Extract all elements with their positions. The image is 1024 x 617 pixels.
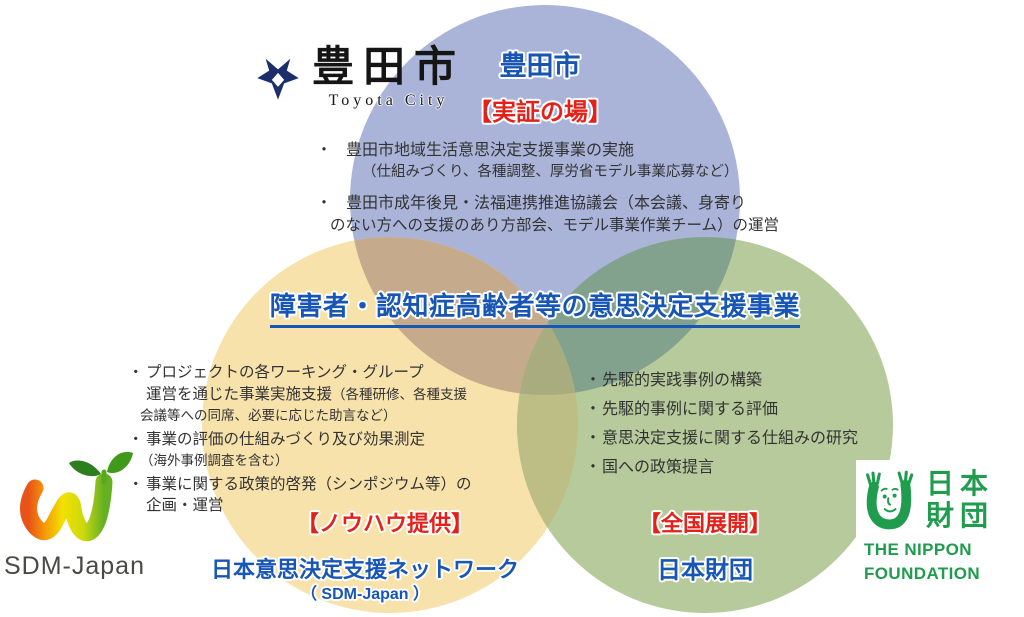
bullet-subtext: （仕組みづくり、各種調整、厚労省モデル事業応募など） bbox=[362, 164, 739, 180]
list-item: ・ 事業の評価の仕組みづくり及び効果測定 bbox=[128, 429, 528, 451]
bullet-text: 先駆的実践事例の構築 bbox=[602, 372, 763, 389]
center-project-title-text: 障害者・認知症高齢者等の意思決定支援事業 bbox=[269, 286, 800, 328]
list-item: ・ 意思決定支援に関する仕組みの研究 bbox=[585, 424, 915, 453]
bullet-marker: ・ bbox=[316, 195, 333, 212]
sdm-bullet-list: ・ プロジェクトの各ワーキング・グループ 運営を通じた事業実施支援（各種研修、各… bbox=[128, 362, 528, 517]
bullet-subtext: 会議等への同席、必要に応じた助言など） bbox=[140, 408, 397, 423]
green-circle-role-label: 【全国展開】 bbox=[638, 511, 771, 536]
bullet-marker: ・ bbox=[585, 459, 602, 476]
bullet-text: 事業に関する政策的啓発（シンポジウム等）の bbox=[146, 475, 472, 493]
bullet-marker: ・ bbox=[585, 430, 602, 447]
yellow-circle-org-sub: （ SDM-Japan ） bbox=[300, 586, 430, 603]
bullet-text: 豊田市地域生活意思決定支援事業の実施 bbox=[346, 142, 635, 159]
list-item: ・ 豊田市成年後見・法福連携推進協議会（本会議、身寄り bbox=[316, 193, 786, 215]
bullet-text: 運営を通じた事業実施支援（各種研修、各種支援 bbox=[146, 384, 528, 406]
sdm-japan-logo-text: SDM-Japan bbox=[4, 552, 145, 580]
list-item: ・ 事業に関する政策的啓発（シンポジウム等）の bbox=[128, 474, 528, 496]
bullet-marker: ・ bbox=[585, 401, 602, 418]
overlap-blue-green bbox=[517, 237, 740, 395]
nippon-logo-jp-line1: 日本 bbox=[926, 468, 995, 499]
sdm-japan-logo-icon bbox=[20, 451, 133, 542]
list-item: ・ 先駆的実践事例の構築 bbox=[585, 366, 915, 395]
green-circle-org-name: 日本財団 bbox=[657, 557, 753, 584]
list-item: ・ 国への政策提言 bbox=[585, 453, 915, 482]
blue-circle-label: 豊田市 bbox=[499, 51, 581, 81]
overlap-blue-yellow bbox=[350, 237, 578, 395]
bullet-subtext: のない方への支援のあり方部会、モデル事業作業チーム）の運営 bbox=[330, 217, 780, 234]
bullet-marker: ・ bbox=[128, 364, 144, 381]
toyota-bullet-list: ・ 豊田市地域生活意思決定支援事業の実施 （仕組みづくり、各種調整、厚労省モデル… bbox=[316, 140, 786, 237]
nippon-logo-en-line1: THE NIPPON bbox=[864, 540, 972, 559]
bullet-text-main: 運営を通じた事業実施支援 bbox=[146, 385, 333, 403]
toyota-city-emblem-icon bbox=[257, 58, 299, 100]
bullet-subtext: （海外事例調査を含む） bbox=[140, 453, 289, 468]
center-project-title: 障害者・認知症高齢者等の意思決定支援事業 bbox=[235, 286, 835, 328]
bullet-text-small: （各種研修、各種支援 bbox=[332, 386, 468, 402]
bullet-marker: ・ bbox=[128, 475, 144, 493]
nippon-foundation-face-icon bbox=[866, 470, 914, 530]
bullet-text: 国への政策提言 bbox=[602, 459, 715, 476]
nippon-foundation-logo: 日本 財団 THE NIPPON FOUNDATION bbox=[856, 460, 1024, 592]
toyota-city-logo: 豊田市 Toyota City bbox=[256, 46, 465, 110]
bullet-text: 豊田市成年後見・法福連携推進協議会（本会議、身寄り bbox=[346, 195, 747, 212]
list-item: ・ プロジェクトの各ワーキング・グループ bbox=[128, 362, 528, 384]
toyota-logo-name: 豊田市 bbox=[312, 45, 466, 91]
list-item: ・ 豊田市地域生活意思決定支援事業の実施 bbox=[316, 140, 786, 162]
yellow-circle-role-label: 【ノウハウ提供】 bbox=[296, 511, 473, 536]
nippon-logo-jp-line2: 財団 bbox=[926, 500, 995, 531]
yellow-circle-org-name: 日本意思決定支援ネットワーク bbox=[210, 557, 519, 582]
nippon-bullet-list: ・ 先駆的実践事例の構築 ・ 先駆的事例に関する評価 ・ 意思決定支援に関する仕… bbox=[585, 366, 915, 482]
bullet-text: プロジェクトの各ワーキング・グループ bbox=[146, 364, 424, 381]
bullet-subtext: 企画・運営 bbox=[146, 497, 224, 514]
bullet-text: 事業の評価の仕組みづくり及び効果測定 bbox=[146, 430, 426, 448]
bullet-text: 先駆的事例に関する評価 bbox=[602, 401, 779, 418]
blue-circle-role-label: 【実証の場】 bbox=[468, 99, 612, 126]
bullet-marker: ・ bbox=[316, 142, 333, 159]
bullet-text: 意思決定支援に関する仕組みの研究 bbox=[602, 430, 859, 447]
nippon-logo-en-line2: FOUNDATION bbox=[864, 564, 981, 583]
list-item: ・ 先駆的事例に関する評価 bbox=[585, 395, 915, 424]
bullet-marker: ・ bbox=[128, 430, 144, 448]
bullet-marker: ・ bbox=[585, 372, 602, 389]
toyota-logo-romaji: Toyota City bbox=[328, 92, 449, 110]
